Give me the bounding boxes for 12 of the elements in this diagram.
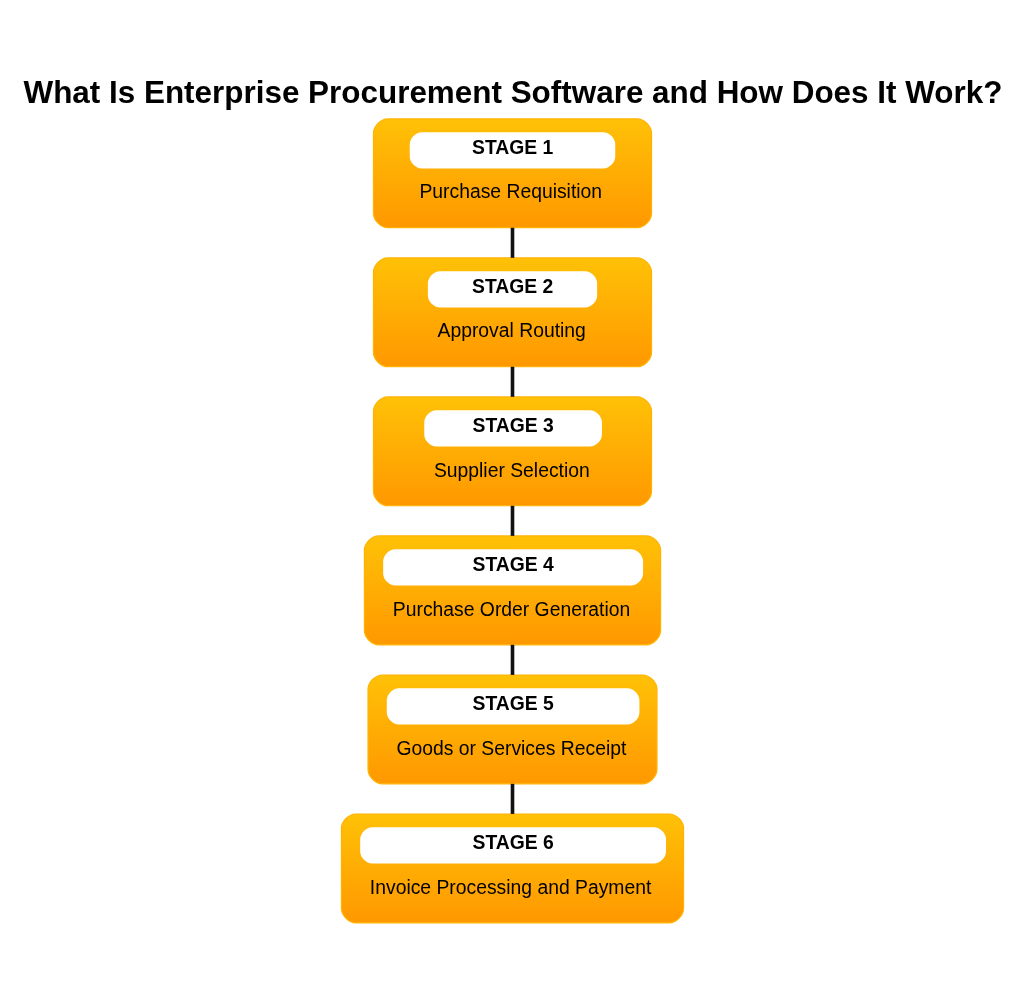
node-box: STAGE 3 Supplier Selection <box>372 395 652 506</box>
node-box: STAGE 1 Purchase Requisition <box>372 117 652 228</box>
node-box: STAGE 2 Approval Routing <box>372 256 652 367</box>
diagram-title: What Is Enterprise Procurement Software and How Does It Work? <box>23 74 1002 110</box>
node-box: STAGE 5 Goods or Services Receipt <box>366 673 658 784</box>
connector <box>510 783 514 814</box>
node-box: STAGE 6 Invoice Processing and Payment <box>340 812 684 923</box>
node-box: STAGE 4 Purchase Order Generation <box>363 534 661 645</box>
connector <box>510 227 514 258</box>
connector <box>510 366 514 397</box>
connector <box>510 644 514 675</box>
connector <box>510 505 514 536</box>
